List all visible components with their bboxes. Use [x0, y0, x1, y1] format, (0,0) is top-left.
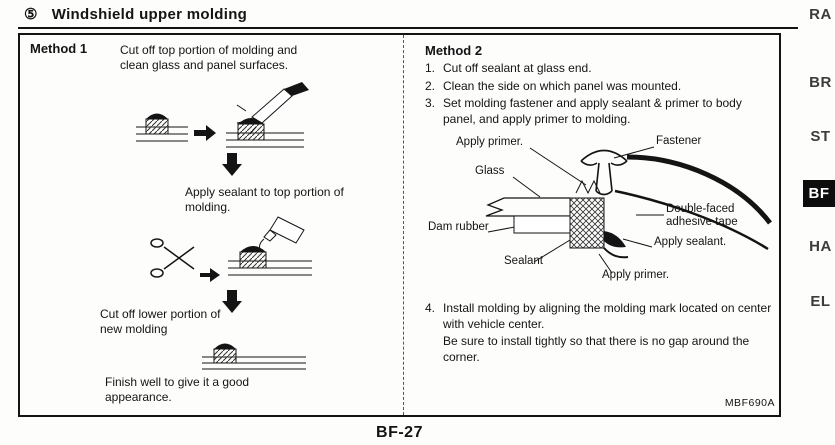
label-glass: Glass [475, 165, 505, 177]
step-note: Be sure to install tightly so that there… [443, 334, 750, 364]
label-apply-sealant: Apply sealant. [654, 236, 727, 248]
title-underline [18, 27, 798, 29]
method2-step4: 4. Install molding by aligning the moldi… [425, 301, 780, 365]
label-sealant: Sealant [504, 255, 544, 267]
down-arrow-icon [222, 290, 242, 313]
knife-handle-icon [284, 82, 309, 96]
right-arrow-icon [200, 268, 220, 282]
side-tab-ha: HA [809, 238, 832, 255]
right-arrow-icon [194, 125, 216, 141]
method1-title: Method 1 [30, 41, 88, 56]
figure-code: MBF690A [724, 397, 775, 409]
method2-steps-list: 1. Cut off sealant at glass end. 2. Clea… [425, 61, 777, 129]
step-number: 1. [425, 61, 436, 75]
list-item: 1. Cut off sealant at glass end. [425, 61, 777, 77]
sealant-tube-icon [259, 216, 305, 251]
side-tab-el: EL [810, 293, 831, 310]
list-item: 2. Clean the side on which panel was mou… [425, 79, 777, 95]
scissors-icon [150, 238, 195, 278]
list-item: 4. Install molding by aligning the moldi… [425, 301, 780, 332]
label-dam-rubber: Dam rubber [428, 221, 489, 233]
method1-step2-text: Apply sealant to top portion of molding. [185, 185, 344, 215]
label-apply-primer-bottom: Apply primer. [602, 269, 670, 281]
step-text: Cut off sealant at glass end. [443, 61, 592, 75]
label-apply-primer-top: Apply primer. [456, 136, 524, 148]
content-box: Method 1 Cut off top portion of molding … [18, 33, 781, 417]
step-number: 4. [425, 301, 436, 315]
side-tab-ra: RA [809, 6, 832, 23]
section-title: ⑤ Windshield upper molding [24, 5, 247, 23]
method1-step4-text: Finish well to give it a good appearance… [105, 375, 250, 405]
side-tab-bf: BF [803, 180, 835, 207]
side-tab-st: ST [810, 128, 831, 145]
side-tab-br: BR [809, 74, 832, 91]
step-text: Clean the side on which panel was mounte… [443, 78, 682, 93]
page-title: Windshield upper molding [51, 6, 248, 23]
label-fastener: Fastener [656, 135, 702, 147]
sealant-apply-illustration [150, 216, 312, 282]
step-text: Set molding fastener and apply sealant &… [443, 96, 742, 126]
section-number: ⑤ [24, 6, 38, 23]
knife-blade-icon [251, 88, 293, 124]
cross-section-drawing [485, 146, 772, 274]
step-text: Install molding by aligning the molding … [443, 301, 772, 331]
label-double-faced-tape: Double-faced adhesive tape [666, 203, 738, 229]
method2-title: Method 2 [425, 43, 483, 58]
molding-section-illustration [202, 343, 306, 370]
page-number: BF-27 [376, 424, 423, 441]
method1-step1-text: Cut off top portion of molding and clean… [120, 43, 298, 73]
down-arrow-icon [222, 153, 242, 176]
step-number: 2. [425, 78, 436, 93]
fastener-shape [580, 149, 628, 196]
column-divider [403, 35, 404, 415]
list-item: 3. Set molding fastener and apply sealan… [425, 96, 777, 127]
step-number: 3. [425, 96, 436, 111]
knife-cut-illustration [136, 82, 309, 148]
method1-step3-text: Cut off lower portion of new molding [100, 307, 221, 337]
molding-cross-section-diagram: Apply primer. Fastener Glass Double-face… [418, 131, 776, 297]
